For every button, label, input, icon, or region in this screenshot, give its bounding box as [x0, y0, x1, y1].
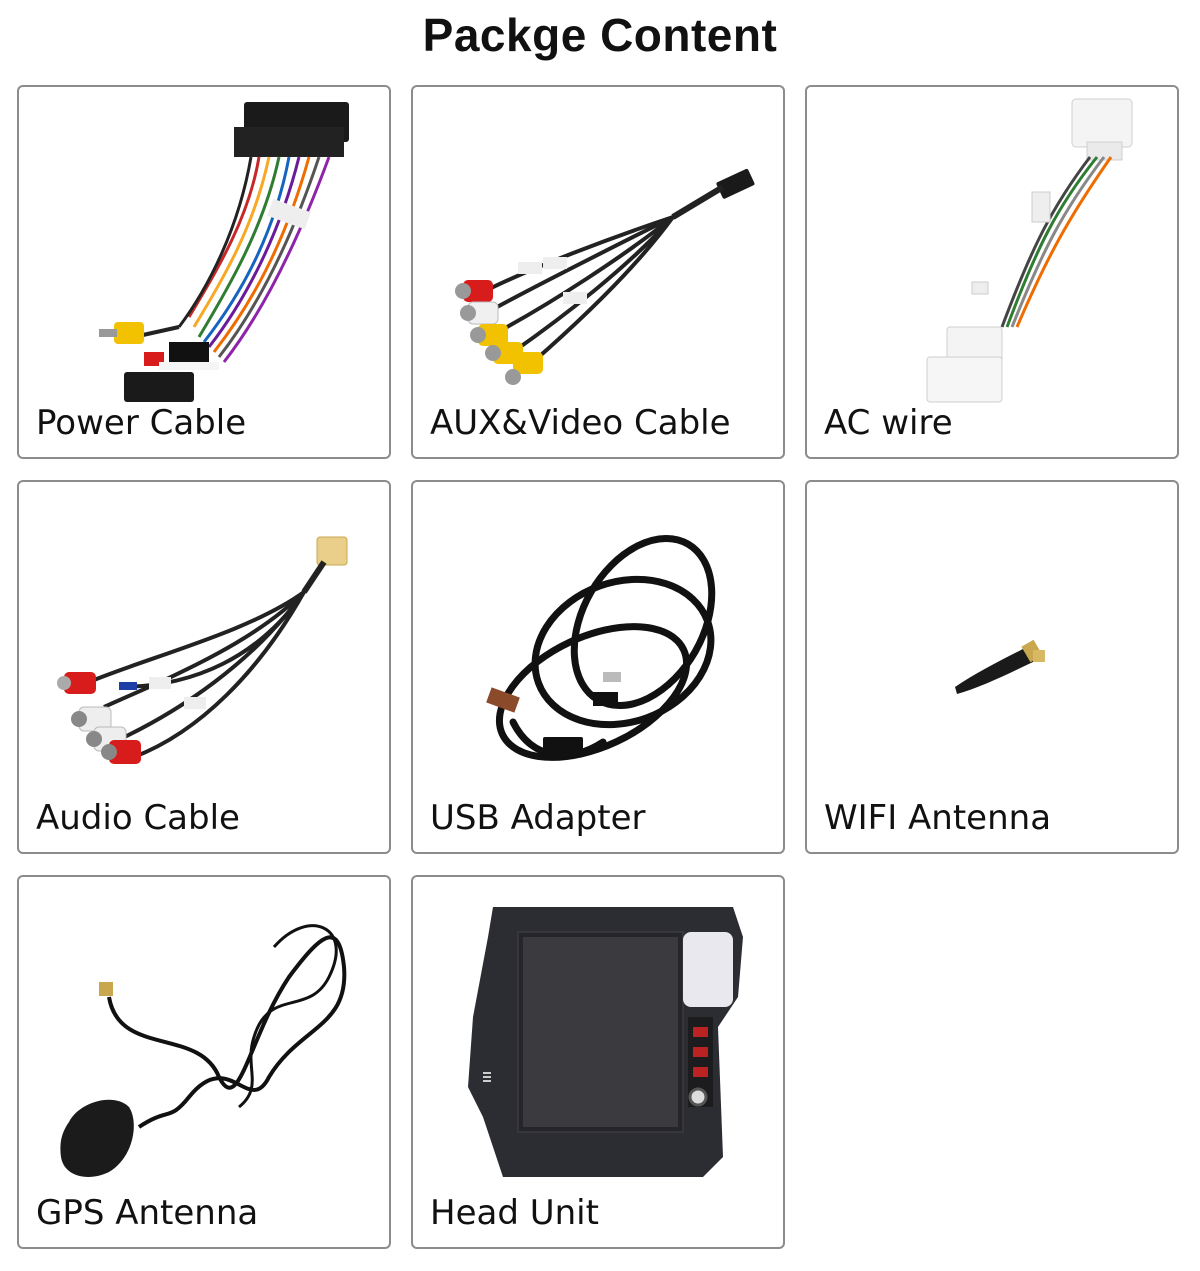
- item-card-aux-video-cable: AUX&Video Cable: [411, 85, 785, 459]
- aux-video-cable-image: [455, 168, 755, 385]
- item-card-wifi-antenna: WIFI Antenna: [805, 480, 1179, 854]
- item-card-head-unit: Head Unit: [411, 875, 785, 1249]
- power-cable-image: [99, 102, 349, 402]
- item-label: AC wire: [824, 403, 953, 443]
- item-label: Power Cable: [36, 403, 247, 443]
- item-card-usb-adapter: USB Adapter: [411, 480, 785, 854]
- item-label: USB Adapter: [430, 798, 646, 838]
- item-card-audio-cable: Audio Cable: [17, 480, 391, 854]
- audio-cable-image: [57, 536, 348, 764]
- item-label: GPS Antenna: [36, 1193, 259, 1233]
- wifi-antenna-image: [955, 639, 1045, 694]
- item-card-power-cable: Power Cable: [17, 85, 391, 459]
- item-card-gps-antenna: GPS Antenna: [17, 875, 391, 1249]
- ac-wire-image: [926, 98, 1133, 403]
- usb-adapter-image: [486, 534, 716, 761]
- item-label: Head Unit: [430, 1193, 599, 1233]
- page-title: Packge Content: [422, 9, 778, 61]
- item-label: AUX&Video Cable: [430, 403, 731, 443]
- item-label: Audio Cable: [36, 798, 240, 838]
- item-label: WIFI Antenna: [824, 798, 1052, 838]
- head-unit-image: [468, 907, 743, 1177]
- item-card-ac-wire: AC wire: [805, 85, 1179, 459]
- gps-antenna-image: [60, 924, 347, 1177]
